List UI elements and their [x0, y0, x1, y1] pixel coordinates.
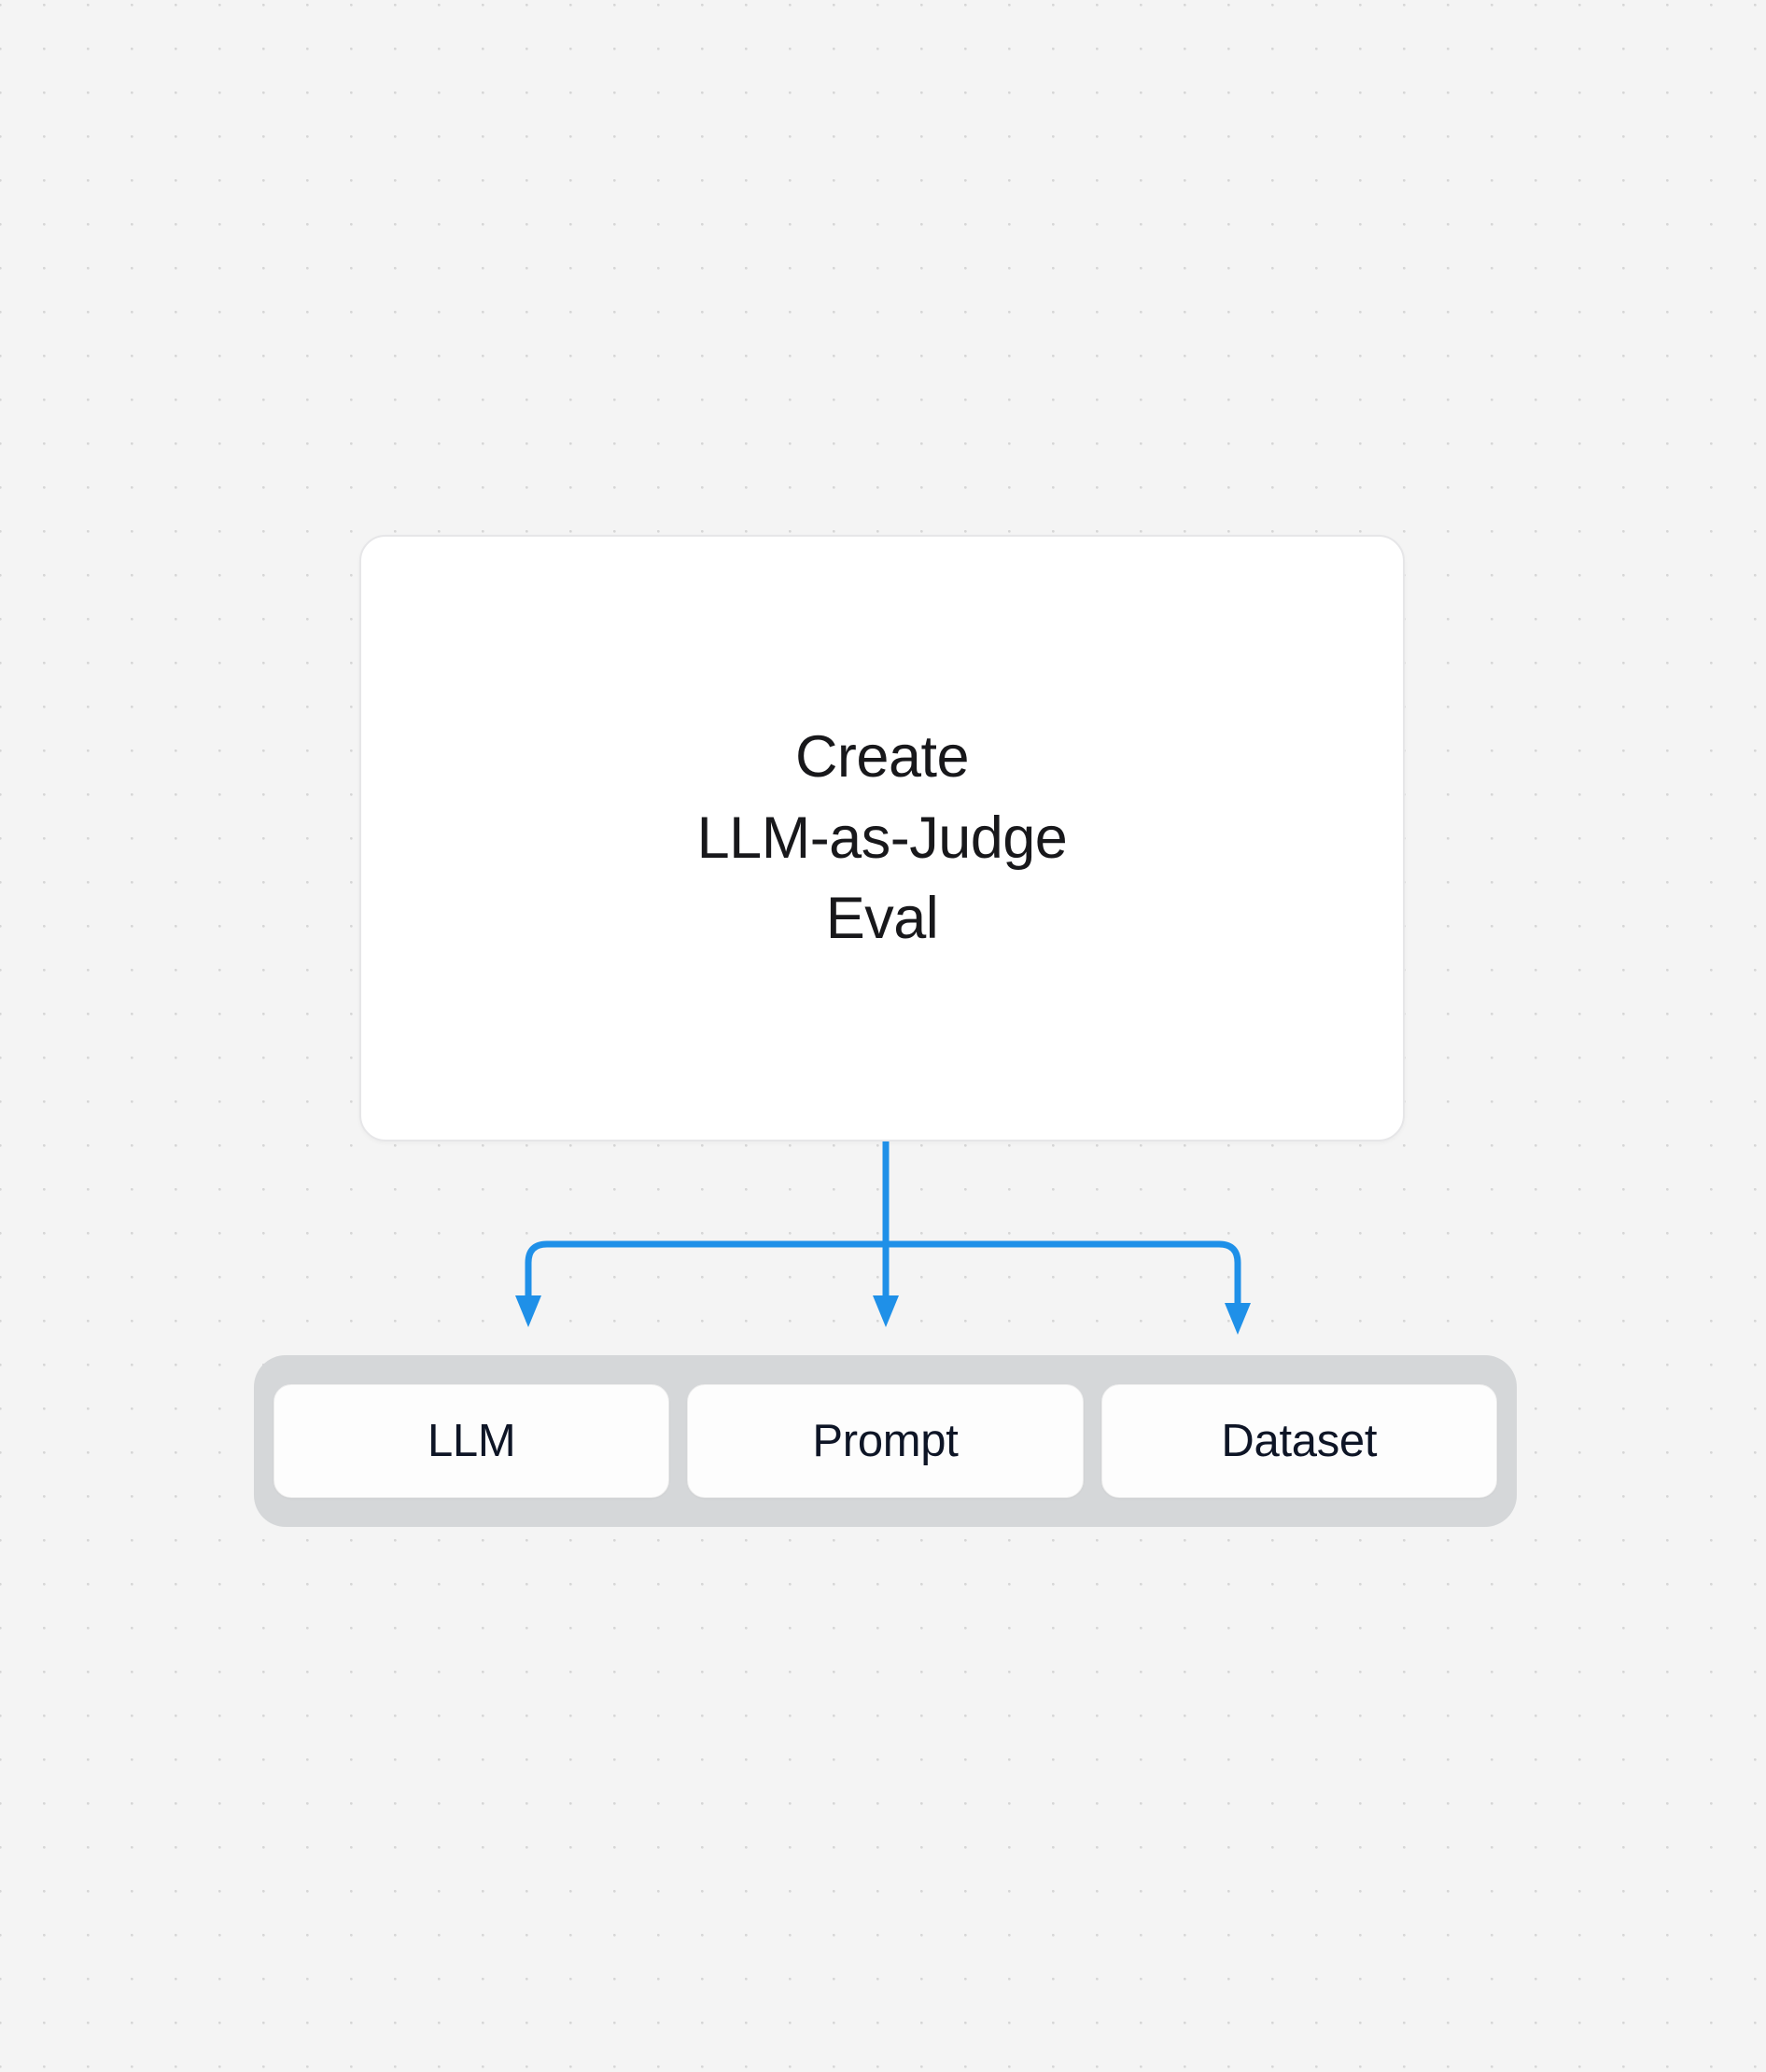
pill-prompt[interactable]: Prompt [687, 1384, 1084, 1498]
main-node-title: Create LLM-as-Judge Eval [696, 723, 1068, 952]
pill-dataset[interactable]: Dataset [1100, 1384, 1497, 1498]
component-pill-group: LLM Prompt Dataset [254, 1355, 1517, 1527]
pill-llm[interactable]: LLM [273, 1384, 670, 1498]
connector-right-branch [886, 1240, 1241, 1305]
arrowhead-center-icon [873, 1295, 899, 1327]
main-node-card[interactable]: Create LLM-as-Judge Eval [359, 535, 1405, 1141]
pill-llm-label: LLM [427, 1415, 516, 1466]
connector-left-branch [525, 1240, 886, 1297]
pill-dataset-label: Dataset [1221, 1415, 1378, 1466]
arrowhead-left-icon [515, 1295, 541, 1327]
pill-prompt-label: Prompt [812, 1415, 959, 1466]
arrowhead-right-icon [1225, 1303, 1251, 1335]
